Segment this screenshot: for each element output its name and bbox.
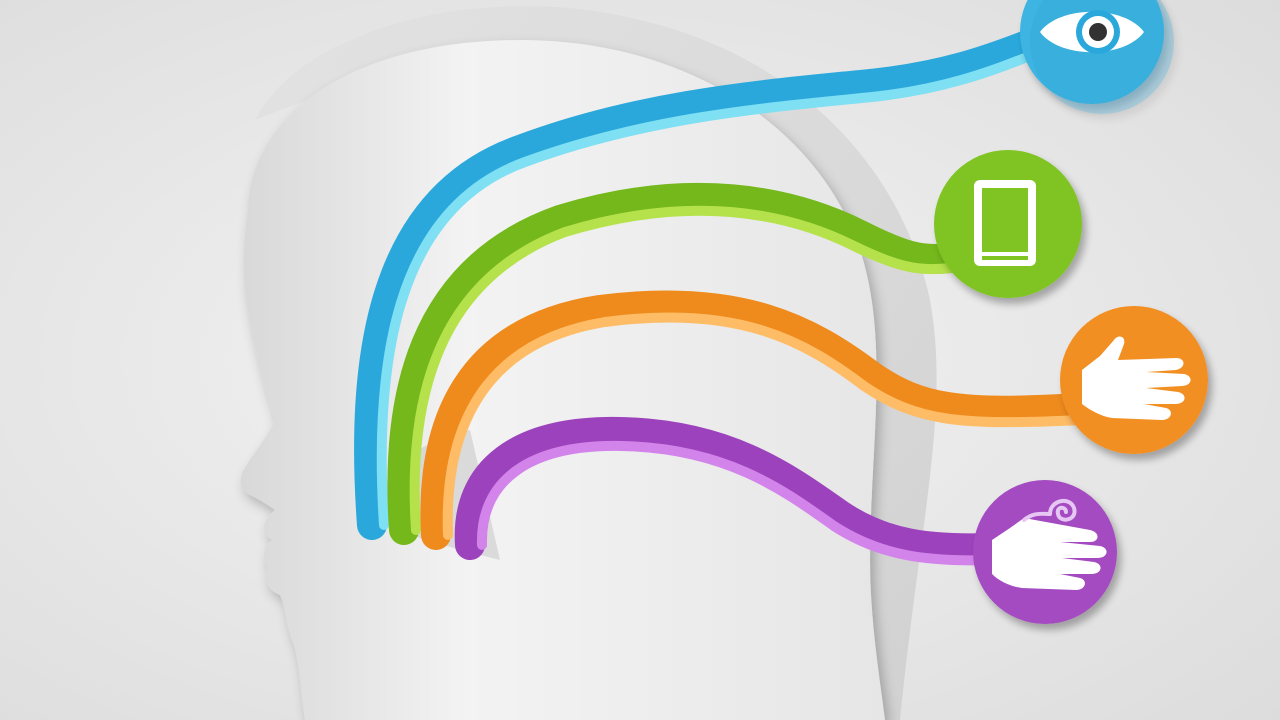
book-badge	[934, 150, 1082, 298]
ribbons	[354, 25, 1095, 566]
eye-badge	[1020, 0, 1174, 114]
smell-ribbon-highlight	[476, 440, 995, 566]
reading-ribbon-highlight	[409, 205, 955, 535]
hand-icon	[1082, 336, 1191, 420]
smell-ribbon	[454, 416, 1005, 564]
smell-badge	[973, 480, 1117, 624]
touch-badge	[1060, 306, 1208, 454]
book-icon	[974, 180, 1036, 266]
touch-ribbon	[420, 290, 1095, 550]
hand-with-swirl-icon	[992, 498, 1107, 590]
reading-ribbon	[387, 182, 965, 545]
touch-ribbon-highlight	[442, 312, 1085, 540]
sight-ribbon-highlight	[376, 47, 1045, 530]
eye-icon	[1040, 10, 1144, 54]
sight-ribbon	[354, 25, 1055, 540]
